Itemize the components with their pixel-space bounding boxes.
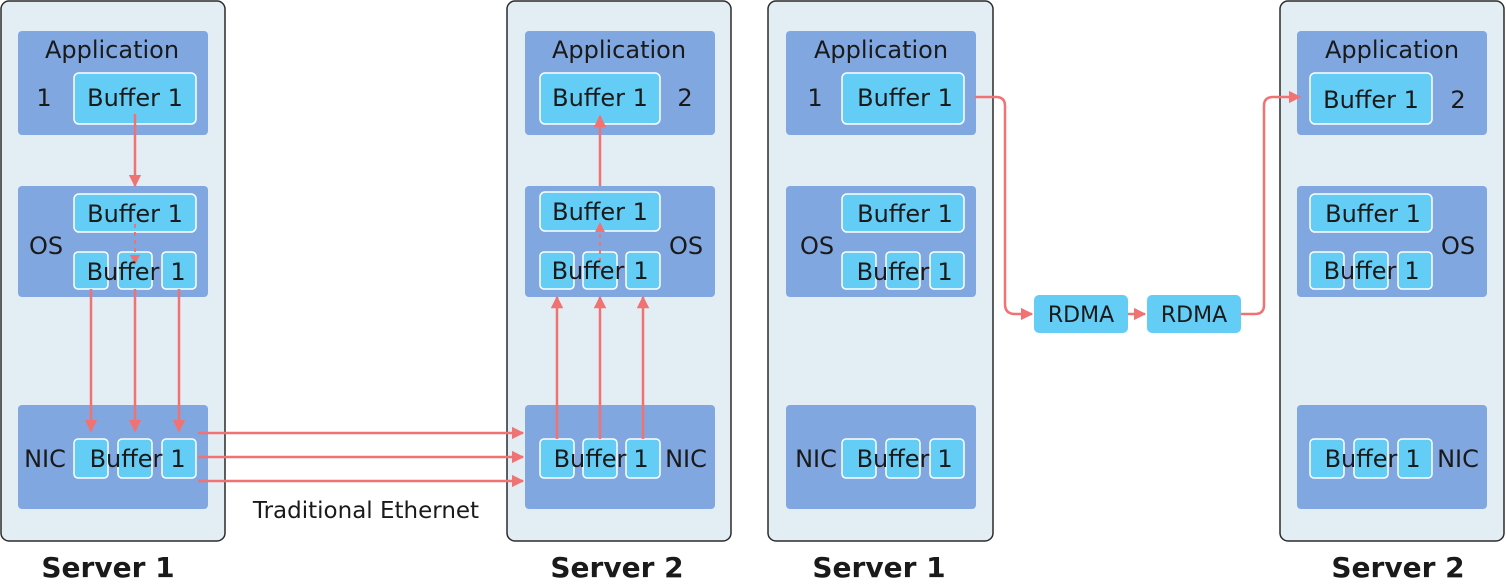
- buffer-number: 1: [1404, 257, 1419, 285]
- nic-label: NIC: [795, 445, 837, 473]
- nic-layer: [18, 405, 208, 509]
- buffer-label: Buffer: [90, 445, 163, 473]
- rdma-box-sender: [1034, 295, 1128, 333]
- os-buffer: [1309, 193, 1433, 233]
- nic-label: NIC: [665, 445, 707, 473]
- server-caption: Server 1: [812, 551, 945, 584]
- os-buffer: [841, 193, 965, 233]
- traditional-ethernet-label: Traditional Ethernet: [252, 498, 479, 524]
- os-buffer-segment: [1309, 251, 1345, 290]
- nic-buffer-segment: [929, 438, 965, 479]
- buffer-label: Buffer: [857, 258, 930, 286]
- os-buffer-segment: [929, 251, 965, 290]
- rdma-label: RDMA: [1161, 303, 1227, 328]
- os-buffer-segment: [625, 251, 661, 290]
- application-label: Application: [45, 36, 179, 64]
- buffer-label: Buffer: [87, 258, 160, 286]
- arrow-rdma-to-app: [1241, 90, 1302, 316]
- buffer-number: 1: [937, 258, 952, 286]
- app-buffer: [1309, 72, 1433, 125]
- application-number: 2: [1450, 86, 1465, 114]
- buffer-label: Buffer: [552, 257, 625, 285]
- application-label: Application: [552, 36, 686, 64]
- buffer-label: Buffer 1: [1323, 86, 1419, 114]
- nic-buffer-segment: [885, 438, 921, 479]
- buffer-label: Buffer 1: [1325, 200, 1421, 228]
- nic-layer: [786, 405, 976, 509]
- buffer-label: Buffer: [1325, 445, 1398, 473]
- arrow-app-to-rdma: [975, 95, 1034, 321]
- buffer-label: Buffer 1: [857, 200, 953, 228]
- nic-buffer-segment: [73, 438, 109, 479]
- buffer-number: 1: [1405, 445, 1420, 473]
- nic-layer: [525, 405, 715, 509]
- os-buffer-segment: [841, 251, 877, 290]
- nic-buffer-segment: [117, 438, 153, 479]
- buffer-number: 1: [633, 257, 648, 285]
- application-number: 2: [677, 84, 692, 112]
- server-caption: Server 2: [1331, 551, 1464, 584]
- application-label: Application: [1325, 36, 1459, 64]
- server-caption: Server 2: [550, 551, 683, 584]
- buffer-number: 1: [170, 445, 185, 473]
- application-number: 1: [807, 84, 822, 112]
- os-buffer-segment: [539, 251, 575, 290]
- buffer-number: 1: [937, 445, 952, 473]
- buffer-label: Buffer 1: [552, 84, 648, 112]
- rdma-box-receiver: [1147, 295, 1241, 333]
- buffer-number: 1: [170, 258, 185, 286]
- server-caption: Server 1: [41, 551, 174, 584]
- buffer-label: Buffer 1: [552, 198, 648, 226]
- os-label: OS: [29, 232, 63, 260]
- os-label: OS: [800, 232, 834, 260]
- buffer-label: Buffer 1: [87, 200, 183, 228]
- os-buffer-segment: [885, 251, 921, 290]
- nic-buffer-segment: [1397, 438, 1433, 479]
- nic-label: NIC: [1437, 445, 1479, 473]
- nic-label: NIC: [24, 445, 66, 473]
- os-label: OS: [1441, 232, 1475, 260]
- os-buffer-segment: [1397, 251, 1433, 290]
- nic-buffer-segment: [161, 438, 197, 479]
- app-buffer: [841, 72, 965, 125]
- nic-buffer-segment: [1353, 438, 1389, 479]
- application-number: 1: [36, 84, 51, 112]
- nic-buffer-segment: [1309, 438, 1345, 479]
- application-label: Application: [814, 36, 948, 64]
- rdma-label: RDMA: [1048, 303, 1114, 328]
- buffer-number: 1: [633, 445, 648, 473]
- buffer-label: Buffer: [554, 445, 627, 473]
- buffer-label: Buffer: [857, 445, 930, 473]
- buffer-label: Buffer: [1324, 257, 1397, 285]
- os-label: OS: [669, 232, 703, 260]
- os-buffer-segment: [1353, 251, 1389, 290]
- buffer-label: Buffer 1: [87, 84, 183, 112]
- nic-buffer-segment: [841, 438, 877, 479]
- buffer-label: Buffer 1: [857, 84, 953, 112]
- nic-layer: [1297, 405, 1487, 509]
